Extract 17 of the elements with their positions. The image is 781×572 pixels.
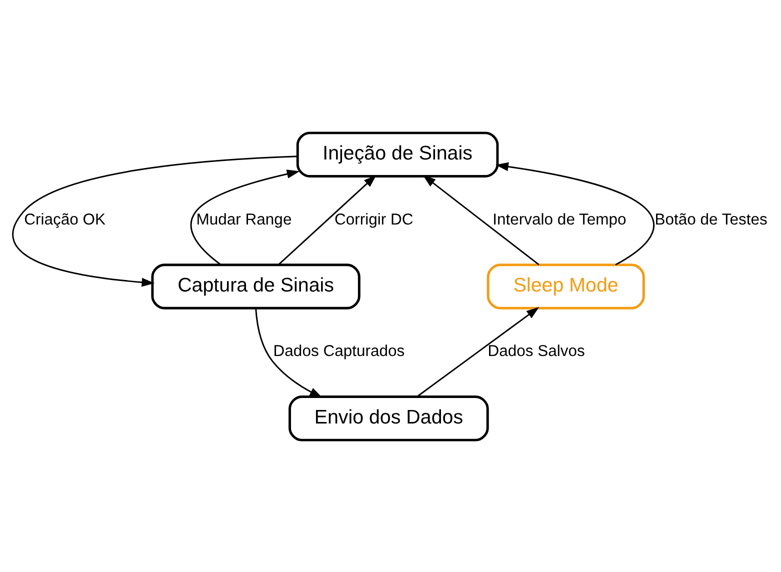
edge-label: Criação OK <box>24 210 106 228</box>
arrow <box>496 162 655 265</box>
node-box: Injeção de Sinais <box>296 131 499 177</box>
arrow <box>255 308 322 398</box>
edge-label: Dados Capturados <box>273 342 405 360</box>
arrow <box>416 306 540 397</box>
node-box: Sleep Mode <box>486 263 645 309</box>
node-box: Envio dos Dados <box>288 395 489 441</box>
edge-label: Dados Salvos <box>488 342 585 360</box>
edge-label: Intervalo de Tempo <box>492 210 626 228</box>
edge-label: Corrigir DC <box>334 210 414 228</box>
edge-label: Mudar Range <box>196 210 292 228</box>
node-box: Captura de Sinais <box>151 263 360 309</box>
arrow <box>190 169 300 265</box>
arrow <box>422 174 540 265</box>
edge-label: Botão de Testes <box>654 210 768 228</box>
arrow <box>12 155 298 286</box>
